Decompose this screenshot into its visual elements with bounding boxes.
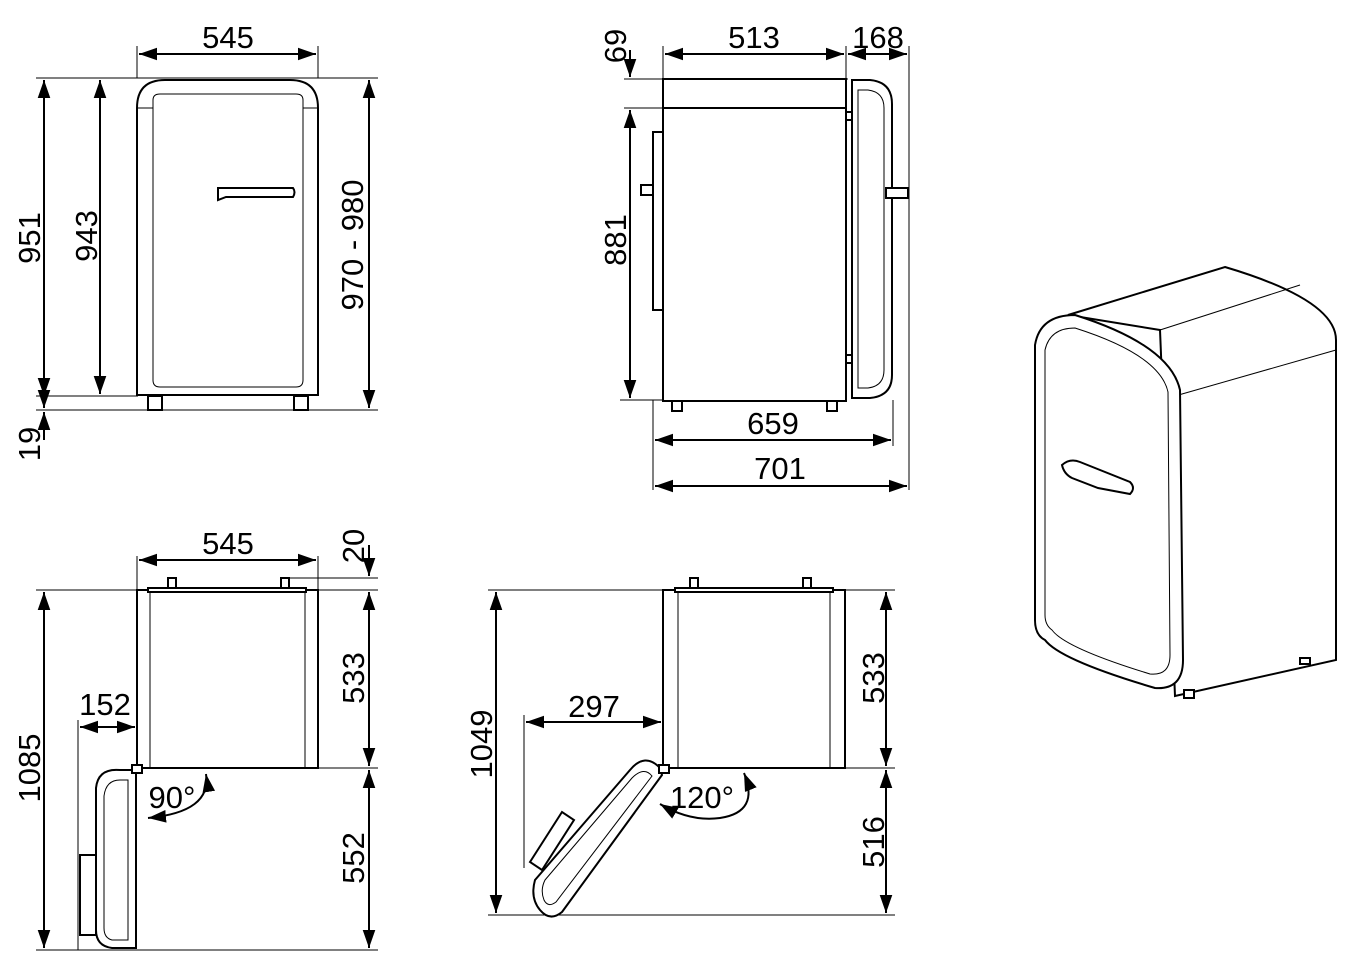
side-depth-label: 513: [728, 20, 780, 55]
front-view: 545 951 943 970 - 980 19: [12, 20, 378, 461]
front-adjustable-height-label: 970 - 980: [335, 180, 370, 311]
side-door-depth-label: 168: [852, 20, 904, 55]
top90-angle-label: 90°: [149, 780, 196, 815]
top120-total-depth-label: 1049: [464, 710, 499, 779]
top-view-90: 545 20 1085 533 552 152 90°: [12, 526, 378, 951]
top90-total-depth-label: 1085: [12, 734, 47, 803]
side-view: 513 168 69 881 659 701: [598, 20, 910, 493]
top120-angle-label: 120°: [670, 780, 734, 815]
top90-door-offset-label: 152: [79, 687, 131, 722]
top120-body-depth-label: 533: [856, 652, 891, 704]
top90-door-depth-label: 552: [336, 832, 371, 884]
front-body-height-label: 943: [69, 210, 104, 262]
top90-body-depth-label: 533: [336, 652, 371, 704]
top120-door-depth-label: 516: [856, 816, 891, 868]
side-total-depth-label: 659: [747, 406, 799, 441]
top-view-120: 1049 297 533 516 120°: [464, 577, 895, 918]
side-top-offset-label: 69: [598, 29, 633, 63]
top120-door-offset-label: 297: [568, 689, 620, 724]
front-feet-label: 19: [12, 427, 47, 461]
side-height-label: 881: [598, 214, 633, 266]
side-depth-door-label: 701: [754, 451, 806, 486]
isometric-view: [1034, 265, 1337, 699]
top90-gap-label: 20: [336, 529, 371, 563]
top90-width-label: 545: [202, 526, 254, 561]
front-width-label: 545: [202, 20, 254, 55]
front-total-height-label: 951: [12, 212, 47, 264]
